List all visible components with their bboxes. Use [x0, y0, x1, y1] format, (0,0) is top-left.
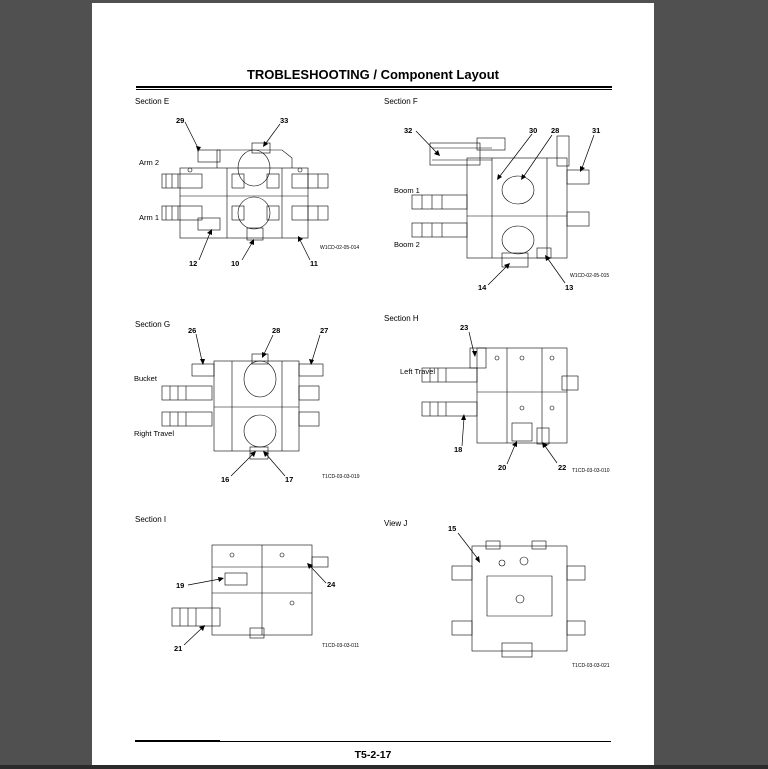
- callout-28: 28: [551, 126, 559, 135]
- callout-26: 26: [188, 326, 196, 335]
- callout-23: 23: [460, 323, 468, 332]
- side-label-arm1: Arm 1: [139, 213, 159, 222]
- callout-13: 13: [565, 283, 573, 292]
- side-label-right-travel: Right Travel: [134, 429, 174, 438]
- section-g-drawing: Bucket Right Travel 26 28 27 16 17: [134, 326, 328, 484]
- figure-code-h: T1CD-03-03-010: [572, 468, 610, 474]
- callout-32: 32: [404, 126, 412, 135]
- footer-rule: [135, 741, 611, 742]
- title-rule-top: [136, 86, 612, 88]
- callout-14: 14: [478, 283, 487, 292]
- side-label-boom1: Boom 1: [394, 186, 420, 195]
- section-e-label: Section E: [135, 97, 170, 106]
- section-g-label: Section G: [135, 320, 171, 329]
- callout-12: 12: [189, 259, 197, 268]
- callout-33: 33: [280, 116, 288, 125]
- callout-10: 10: [231, 259, 239, 268]
- section-h-drawing: Left Travel 23 18 20 22: [400, 323, 579, 472]
- side-label-boom2: Boom 2: [394, 240, 420, 249]
- section-e-drawing: Arm 2 Arm 1 29 33 12 10 11: [139, 116, 329, 268]
- callout-30: 30: [529, 126, 537, 135]
- page-number: T5-2-17: [354, 749, 392, 761]
- footer-rule-accent: [135, 740, 220, 742]
- side-label-arm2: Arm 2: [139, 158, 159, 167]
- section-i-label: Section I: [135, 515, 167, 524]
- callout-11: 11: [310, 259, 318, 268]
- figure-code-f: W1CD-02-05-015: [570, 273, 610, 279]
- page-title: TROBLESHOOTING / Component Layout: [246, 67, 500, 82]
- callout-21: 21: [174, 644, 182, 653]
- side-label-left-travel: Left Travel: [400, 367, 435, 376]
- callout-19: 19: [176, 581, 184, 590]
- view-j-label: View J: [384, 519, 408, 528]
- section-f-drawing: Boom 1 Boom 2 32 30 28 31 14 13: [394, 126, 600, 292]
- valve-body-h: [421, 347, 579, 445]
- manual-page: TROBLESHOOTING / Component Layout Sectio…: [92, 3, 654, 765]
- callout-28: 28: [272, 326, 280, 335]
- callout-22: 22: [558, 463, 566, 472]
- valve-body-i: [171, 544, 329, 639]
- figure-code-j: T1CD-03-03-021: [572, 663, 610, 669]
- section-f-label: Section F: [384, 97, 418, 106]
- section-i-drawing: 19 24 21: [171, 544, 336, 653]
- callout-27: 27: [320, 326, 328, 335]
- valve-body-f: [411, 135, 590, 268]
- valve-body-j: [451, 540, 586, 658]
- callout-15: 15: [448, 524, 456, 533]
- title-rule-bottom: [136, 89, 612, 90]
- figure-code-e: W1CD-02-05-014: [320, 245, 360, 251]
- figure-code-i: T1CD-03-03-011: [322, 643, 360, 649]
- figure-code-g: T1CD-03-03-019: [322, 474, 360, 480]
- callout-20: 20: [498, 463, 506, 472]
- section-h-label: Section H: [384, 314, 419, 323]
- valve-body-e: [161, 142, 329, 241]
- callout-29: 29: [176, 116, 184, 125]
- callout-31: 31: [592, 126, 600, 135]
- side-label-bucket: Bucket: [134, 374, 158, 383]
- valve-body-g: [161, 353, 324, 460]
- callout-18: 18: [454, 445, 462, 454]
- view-j-drawing: 15: [448, 524, 586, 658]
- callout-16: 16: [221, 475, 229, 484]
- callout-24: 24: [327, 580, 336, 589]
- callout-17: 17: [285, 475, 293, 484]
- viewer-bottom-bar: [0, 765, 768, 769]
